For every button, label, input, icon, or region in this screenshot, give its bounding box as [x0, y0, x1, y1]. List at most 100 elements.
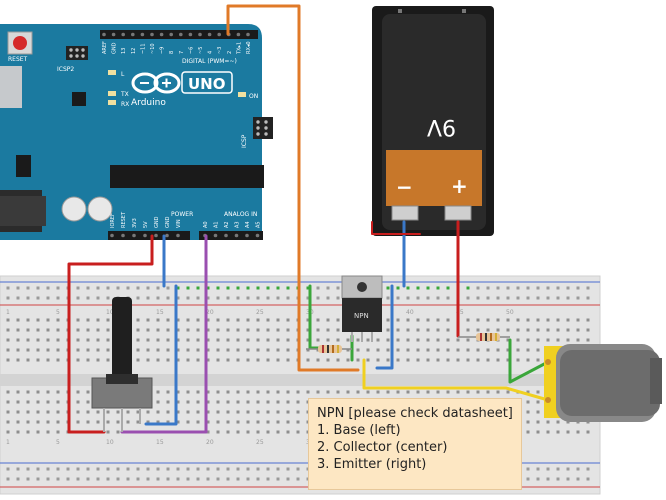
breadboard-hole	[506, 338, 510, 342]
led-rx-label: RX	[121, 101, 129, 108]
breadboard-hole	[406, 296, 410, 300]
breadboard-hole	[196, 358, 200, 362]
breadboard-hole	[276, 348, 280, 352]
breadboard-hole	[26, 296, 30, 300]
breadboard-hole	[16, 358, 20, 362]
breadboard-hole	[306, 296, 310, 300]
breadboard-hole	[546, 467, 550, 471]
breadboard-hole	[256, 467, 260, 471]
breadboard-hole	[396, 338, 400, 342]
breadboard-row-number: 50	[506, 309, 514, 316]
breadboard-hole	[316, 358, 320, 362]
breadboard-hole	[246, 390, 250, 394]
breadboard-hole	[26, 390, 30, 394]
power-pin-label: IOREF	[110, 213, 116, 228]
breadboard-hole	[346, 348, 350, 352]
digital-pin	[246, 32, 250, 37]
breadboard-hole	[256, 410, 260, 414]
breadboard-hole	[216, 390, 220, 394]
breadboard-hole	[566, 477, 570, 481]
breadboard-hole	[236, 420, 240, 424]
breadboard-hole	[546, 338, 550, 342]
breadboard-hole	[206, 338, 210, 342]
breadboard-hole	[106, 348, 110, 352]
breadboard-hole	[16, 410, 20, 414]
breadboard-hole	[236, 328, 240, 332]
led-rx	[108, 100, 116, 105]
breadboard-hole	[306, 358, 310, 362]
breadboard-hole	[426, 348, 430, 352]
breadboard-hole	[496, 328, 500, 332]
breadboard-hole	[276, 400, 280, 404]
breadboard-hole	[96, 338, 100, 342]
breadboard-hole	[186, 328, 190, 332]
breadboard-hole	[86, 286, 90, 290]
breadboard-hole	[6, 430, 10, 434]
breadboard-hole	[36, 338, 40, 342]
breadboard-hole	[336, 338, 340, 342]
breadboard-hole	[156, 477, 160, 481]
reset-button[interactable]	[7, 31, 33, 55]
breadboard-hole	[576, 296, 580, 300]
breadboard-hole	[526, 286, 530, 290]
breadboard-hole	[186, 400, 190, 404]
power-pin-label: 3V3	[132, 218, 138, 228]
breadboard-hole	[556, 296, 560, 300]
breadboard-hole	[36, 358, 40, 362]
breadboard-hole	[266, 400, 270, 404]
breadboard-hole	[216, 296, 220, 300]
breadboard-hole	[376, 390, 380, 394]
breadboard-row-number: 45	[456, 309, 464, 316]
breadboard-hole	[406, 348, 410, 352]
breadboard-hole	[316, 286, 320, 290]
breadboard-hole	[286, 338, 290, 342]
breadboard-hole	[456, 348, 460, 352]
breadboard-hole	[36, 296, 40, 300]
breadboard-hole	[266, 477, 270, 481]
breadboard-hole	[136, 296, 140, 300]
breadboard-hole	[376, 348, 380, 352]
breadboard-hole	[166, 467, 170, 471]
breadboard-hole	[586, 328, 590, 332]
breadboard-hole	[86, 477, 90, 481]
breadboard-hole	[526, 338, 530, 342]
breadboard-hole	[186, 358, 190, 362]
breadboard-hole	[466, 338, 470, 342]
analog-pin-label: A5	[256, 221, 262, 228]
breadboard-hole	[216, 286, 220, 290]
breadboard-hole	[6, 296, 10, 300]
wire-blue-pot	[144, 284, 178, 426]
breadboard-hole	[26, 338, 30, 342]
digital-pin-label: 12	[131, 48, 137, 54]
breadboard-hole	[16, 338, 20, 342]
npn-transistor: NPN	[341, 275, 383, 342]
breadboard-hole	[146, 410, 150, 414]
breadboard-hole	[56, 338, 60, 342]
breadboard-hole	[6, 286, 10, 290]
breadboard-hole	[446, 296, 450, 300]
breadboard-hole	[46, 390, 50, 394]
breadboard-hole	[546, 430, 550, 434]
breadboard-hole	[266, 348, 270, 352]
breadboard-hole	[166, 420, 170, 424]
breadboard-hole	[16, 318, 20, 322]
breadboard-hole	[146, 338, 150, 342]
breadboard-hole	[386, 318, 390, 322]
battery-minus-label: −	[396, 175, 413, 199]
breadboard-hole	[236, 430, 240, 434]
digital-pin	[217, 32, 221, 37]
breadboard-hole	[16, 348, 20, 352]
breadboard-hole	[56, 328, 60, 332]
breadboard-hole	[506, 318, 510, 322]
breadboard-hole	[206, 430, 210, 434]
breadboard-hole	[6, 358, 10, 362]
breadboard-hole	[306, 286, 310, 290]
breadboard-hole	[216, 430, 220, 434]
breadboard-hole	[516, 318, 520, 322]
breadboard-hole	[16, 420, 20, 424]
power-pin	[165, 233, 169, 238]
breadboard-hole	[76, 286, 80, 290]
breadboard-hole	[586, 318, 590, 322]
breadboard-hole	[276, 420, 280, 424]
